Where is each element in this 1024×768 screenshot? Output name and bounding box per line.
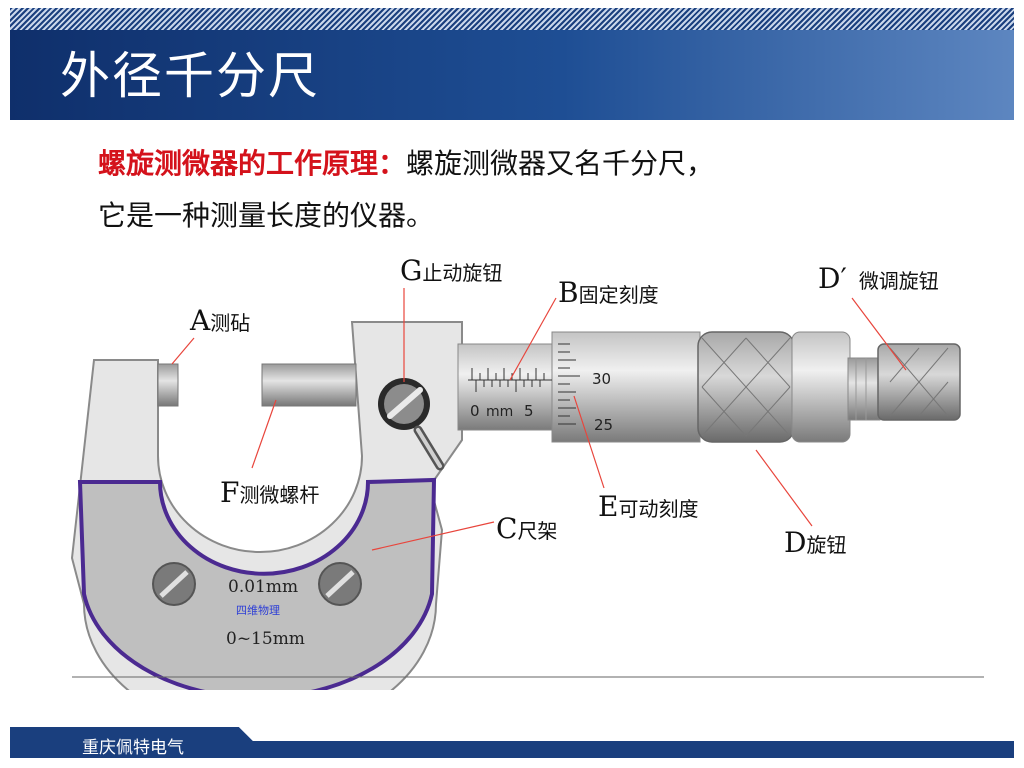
- label-lock-letter: G: [400, 254, 423, 287]
- spindle: [261, 363, 357, 407]
- label-spindle: F测微螺杆: [220, 476, 319, 509]
- lock-screw: [378, 378, 445, 471]
- label-lock-text: 止动旋钮: [422, 261, 503, 285]
- sleeve: [457, 343, 563, 431]
- label-sleeve-text: 固定刻度: [578, 283, 659, 307]
- ratchet-neck: [847, 357, 881, 421]
- frame-screw-right: [318, 562, 362, 606]
- micrometer-illustration: 30 25 0 mm 5 0.01mm 四维物理 0~15mm: [70, 288, 984, 735]
- anvil: [157, 363, 179, 407]
- label-spindle-letter: F: [220, 476, 240, 509]
- intro-line-1: 螺旋测微器的工作原理：螺旋测微器又名千分尺，: [98, 142, 714, 182]
- micrometer-diagram: 30 25 0 mm 5 0.01mm 四维物理 0~15mm: [0, 240, 1024, 735]
- label-ratchet: D′ 微调旋钮: [818, 262, 939, 295]
- label-knob-letter: D: [784, 526, 807, 559]
- frame-precision: 0.01mm: [228, 577, 298, 597]
- frame-screw-left: [152, 562, 196, 606]
- sleeve-five: 5: [524, 402, 534, 420]
- label-frame-letter: C: [496, 512, 518, 545]
- label-thimble-text: 可动刻度: [618, 497, 699, 521]
- label-spindle-text: 测微螺杆: [239, 483, 320, 507]
- label-anvil-text: 测砧: [210, 311, 251, 335]
- knob-cap: [791, 331, 851, 443]
- label-frame-text: 尺架: [517, 519, 558, 543]
- label-knob: D旋钮: [784, 526, 846, 559]
- thimble-scale: [558, 343, 580, 425]
- label-thimble-letter: E: [598, 490, 619, 523]
- knurled-knob: [697, 331, 795, 443]
- frame-range: 0~15mm: [226, 629, 305, 649]
- label-anvil-letter: A: [190, 304, 211, 337]
- thimble: [551, 331, 701, 443]
- sleeve-zero: 0: [470, 402, 480, 420]
- label-thimble: E可动刻度: [598, 490, 698, 523]
- title-bar: [10, 30, 1014, 120]
- label-ratchet-text: 微调旋钮: [858, 269, 939, 293]
- thimble-25: 25: [594, 416, 613, 434]
- label-sleeve-letter: B: [558, 276, 579, 309]
- label-frame: C尺架: [496, 512, 557, 545]
- frame-brand: 四维物理: [236, 603, 280, 617]
- label-anvil: A测砧: [190, 304, 250, 337]
- footer-tab: [10, 727, 270, 758]
- ratchet-knob: [877, 343, 961, 421]
- header-stripe: [10, 8, 1014, 31]
- label-ratchet-letter: D′: [818, 262, 847, 295]
- intro-line-2: 它是一种测量长度的仪器。: [98, 199, 435, 232]
- label-knob-text: 旋钮: [806, 533, 847, 557]
- slide-title: 外径千分尺: [60, 47, 320, 105]
- label-sleeve: B固定刻度: [558, 276, 659, 309]
- thimble-30: 30: [592, 370, 611, 388]
- intro-heading: 螺旋测微器的工作原理：: [98, 147, 407, 180]
- sleeve-unit: mm: [486, 404, 513, 420]
- leader-lines: [171, 288, 907, 551]
- label-lock: G止动旋钮: [400, 254, 502, 287]
- footer-company: 重庆佩特电气: [82, 738, 184, 758]
- intro-line-1-text: 螺旋测微器又名千分尺，: [406, 147, 715, 180]
